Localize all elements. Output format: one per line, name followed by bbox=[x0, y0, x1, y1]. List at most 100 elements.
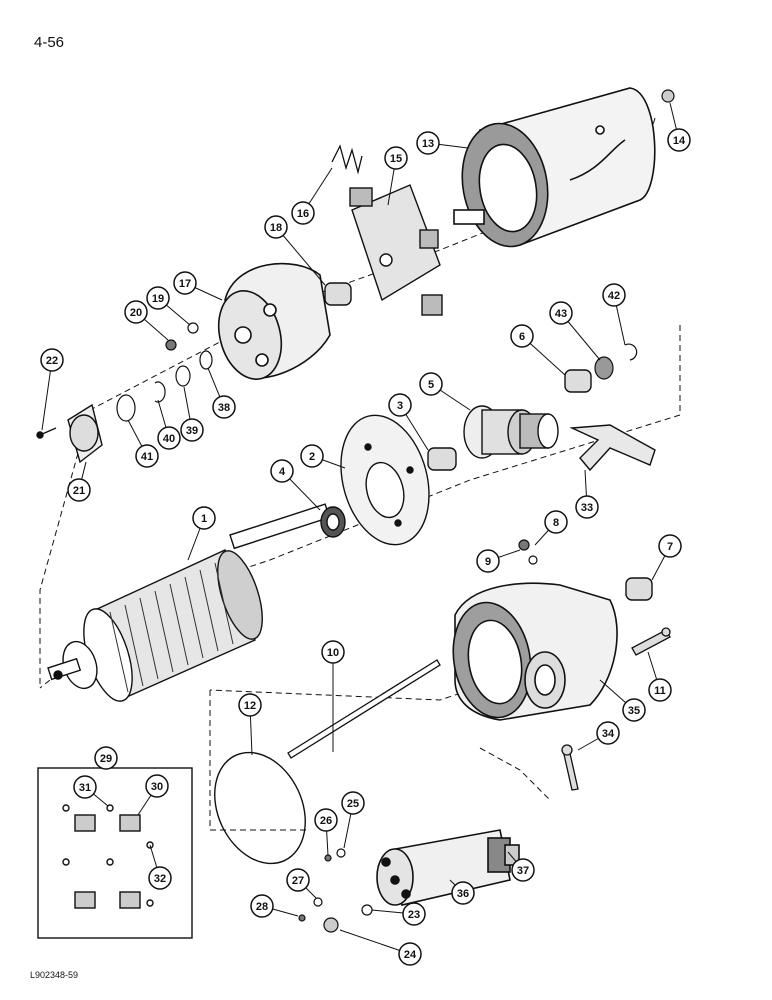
callout-28: 28 bbox=[250, 894, 274, 918]
callout-6: 6 bbox=[510, 324, 534, 348]
callout-label-21: 21 bbox=[73, 485, 85, 497]
callout-label-27: 27 bbox=[292, 875, 304, 887]
callout-label-5: 5 bbox=[428, 379, 434, 391]
callout-circle-8 bbox=[544, 510, 568, 534]
callout-circle-24 bbox=[398, 942, 422, 966]
callout-circle-23 bbox=[402, 902, 426, 926]
end-plate-part bbox=[340, 414, 430, 546]
callout-circle-13 bbox=[416, 131, 440, 155]
callout-circle-37 bbox=[511, 858, 535, 882]
callout-circle-38 bbox=[212, 395, 236, 419]
callout-circle-39 bbox=[180, 418, 204, 442]
callout-circle-31 bbox=[73, 775, 97, 799]
callout-label-6: 6 bbox=[519, 331, 525, 343]
callout-label-31: 31 bbox=[79, 782, 91, 794]
bolt-parts bbox=[561, 627, 671, 791]
drive-housing-part bbox=[452, 582, 618, 721]
callout-circle-34 bbox=[596, 721, 620, 745]
brush-plate-part bbox=[349, 184, 443, 316]
callout-circle-1 bbox=[192, 506, 216, 530]
callout-9: 9 bbox=[476, 549, 500, 573]
armature-part bbox=[47, 503, 331, 702]
callout-circle-17 bbox=[173, 271, 197, 295]
callout-32: 32 bbox=[148, 866, 172, 890]
callout-26: 26 bbox=[314, 808, 338, 832]
callout-circle-12 bbox=[238, 693, 262, 717]
callout-4: 4 bbox=[270, 459, 294, 483]
callout-label-26: 26 bbox=[320, 815, 332, 827]
callout-21: 21 bbox=[67, 478, 91, 502]
callout-16: 16 bbox=[291, 201, 315, 225]
callout-label-8: 8 bbox=[553, 517, 559, 529]
callout-circle-6 bbox=[510, 324, 534, 348]
callout-label-24: 24 bbox=[404, 949, 417, 961]
leader-line-24 bbox=[339, 929, 411, 955]
callout-label-16: 16 bbox=[297, 208, 309, 220]
callout-label-15: 15 bbox=[390, 153, 402, 165]
callout-33: 33 bbox=[575, 495, 599, 519]
callout-20: 20 bbox=[124, 300, 148, 324]
callout-40: 40 bbox=[157, 426, 181, 450]
callout-label-28: 28 bbox=[256, 901, 268, 913]
callout-circle-11 bbox=[648, 678, 672, 702]
callout-circle-25 bbox=[341, 791, 365, 815]
callout-36: 36 bbox=[451, 881, 475, 905]
shift-lever-part bbox=[569, 424, 656, 472]
callout-39: 39 bbox=[180, 418, 204, 442]
callout-circle-2 bbox=[300, 444, 324, 468]
leader-line-18 bbox=[275, 226, 326, 286]
callout-8: 8 bbox=[544, 510, 568, 534]
screw-part bbox=[661, 89, 675, 103]
callout-circle-9 bbox=[476, 549, 500, 573]
callout-42: 42 bbox=[602, 283, 626, 307]
callout-circle-29 bbox=[94, 746, 118, 770]
callout-3: 3 bbox=[388, 393, 412, 417]
callout-circle-22 bbox=[40, 348, 64, 372]
callout-label-17: 17 bbox=[179, 278, 191, 290]
callout-label-29: 29 bbox=[100, 753, 112, 765]
spring-part bbox=[331, 144, 363, 175]
terminal-hardware-parts bbox=[298, 848, 373, 933]
callout-label-23: 23 bbox=[408, 909, 420, 921]
bushing-parts bbox=[324, 282, 653, 601]
callout-label-2: 2 bbox=[309, 451, 315, 463]
callout-label-11: 11 bbox=[654, 685, 666, 697]
callout-38: 38 bbox=[212, 395, 236, 419]
callout-circle-21 bbox=[67, 478, 91, 502]
callout-5: 5 bbox=[419, 372, 443, 396]
callout-label-33: 33 bbox=[581, 502, 593, 514]
solenoid-part bbox=[376, 829, 520, 906]
callout-circle-10 bbox=[321, 640, 345, 664]
field-frame-part bbox=[453, 87, 656, 248]
callout-label-1: 1 bbox=[201, 513, 207, 525]
callout-34: 34 bbox=[596, 721, 620, 745]
end-frame-part bbox=[217, 262, 331, 380]
callout-label-3: 3 bbox=[397, 400, 403, 412]
callout-label-18: 18 bbox=[270, 222, 282, 234]
callout-circle-27 bbox=[286, 868, 310, 892]
callout-15: 15 bbox=[384, 146, 408, 170]
callout-24: 24 bbox=[398, 942, 422, 966]
brush-kit-inset bbox=[37, 767, 193, 939]
callout-circle-18 bbox=[264, 215, 288, 239]
callout-circle-7 bbox=[658, 534, 682, 558]
callout-circle-19 bbox=[146, 286, 170, 310]
callout-19: 19 bbox=[146, 286, 170, 310]
callout-circle-36 bbox=[451, 881, 475, 905]
callout-12: 12 bbox=[238, 693, 262, 717]
callout-11: 11 bbox=[648, 678, 672, 702]
small-hardware-parts bbox=[116, 322, 638, 565]
callout-27: 27 bbox=[286, 868, 310, 892]
callout-18: 18 bbox=[264, 215, 288, 239]
callout-1: 1 bbox=[192, 506, 216, 530]
callout-circle-43 bbox=[549, 301, 573, 325]
callout-label-7: 7 bbox=[667, 541, 673, 553]
callout-label-32: 32 bbox=[154, 873, 166, 885]
drive-pinion-part bbox=[463, 405, 559, 459]
callout-circle-5 bbox=[419, 372, 443, 396]
callout-13: 13 bbox=[416, 131, 440, 155]
callout-circle-35 bbox=[622, 698, 646, 722]
callout-circle-41 bbox=[135, 444, 159, 468]
callout-43: 43 bbox=[549, 301, 573, 325]
